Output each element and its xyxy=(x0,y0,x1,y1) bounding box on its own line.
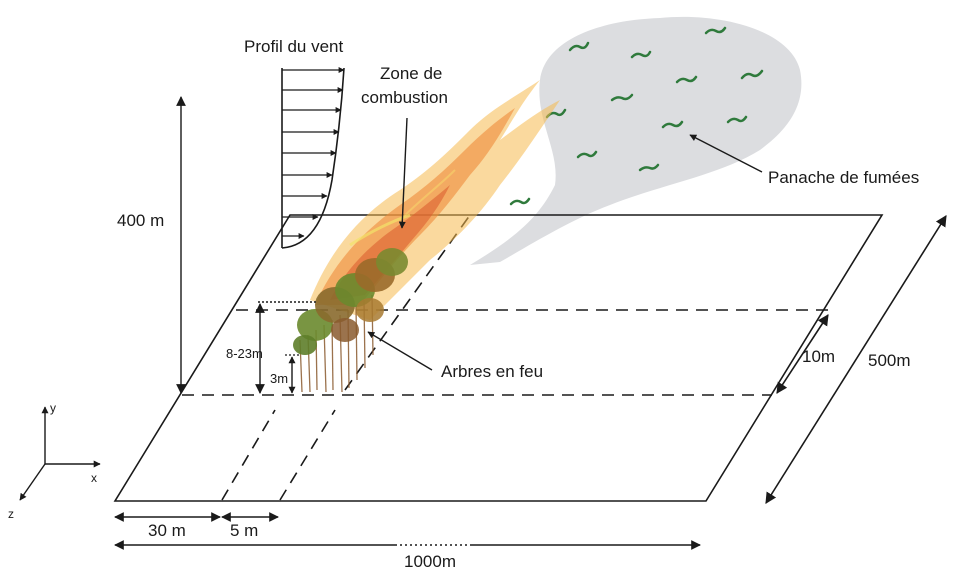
trees-pointer xyxy=(367,331,433,371)
wind-profile-label: Profil du vent xyxy=(244,37,343,56)
ground-domain xyxy=(113,214,884,502)
domain-length-label: 1000m xyxy=(404,552,456,571)
offset-5-label: 5 m xyxy=(230,521,258,540)
plume-pointer xyxy=(689,134,763,173)
combustion-zone-label-line1: Zone de xyxy=(380,64,442,83)
combustion-pointer xyxy=(398,117,408,229)
domain-depth-arrow xyxy=(765,215,947,504)
strip-width-label: 10m xyxy=(802,347,835,366)
wind-profile xyxy=(281,67,345,249)
height-400-label: 400 m xyxy=(117,211,164,230)
axis-z-label: z xyxy=(8,507,14,521)
axis-x-label: x xyxy=(91,471,97,485)
coordinate-axes xyxy=(19,406,101,501)
offset-30-label: 30 m xyxy=(148,521,186,540)
tree-height-label: 8-23m xyxy=(226,346,263,361)
smoke-plume-label: Panache de fumées xyxy=(768,168,919,187)
smoke-plume xyxy=(470,16,802,265)
combustion-zone-label-line2: combustion xyxy=(361,88,448,107)
burning-trees-label: Arbres en feu xyxy=(441,362,543,381)
domain-depth-label: 500m xyxy=(868,351,911,370)
trunk-height-label: 3m xyxy=(270,371,288,386)
burning-trees xyxy=(293,248,408,393)
axis-y-label: y xyxy=(50,401,56,415)
smoke-particles xyxy=(509,26,764,206)
dashed-strip xyxy=(182,214,828,501)
